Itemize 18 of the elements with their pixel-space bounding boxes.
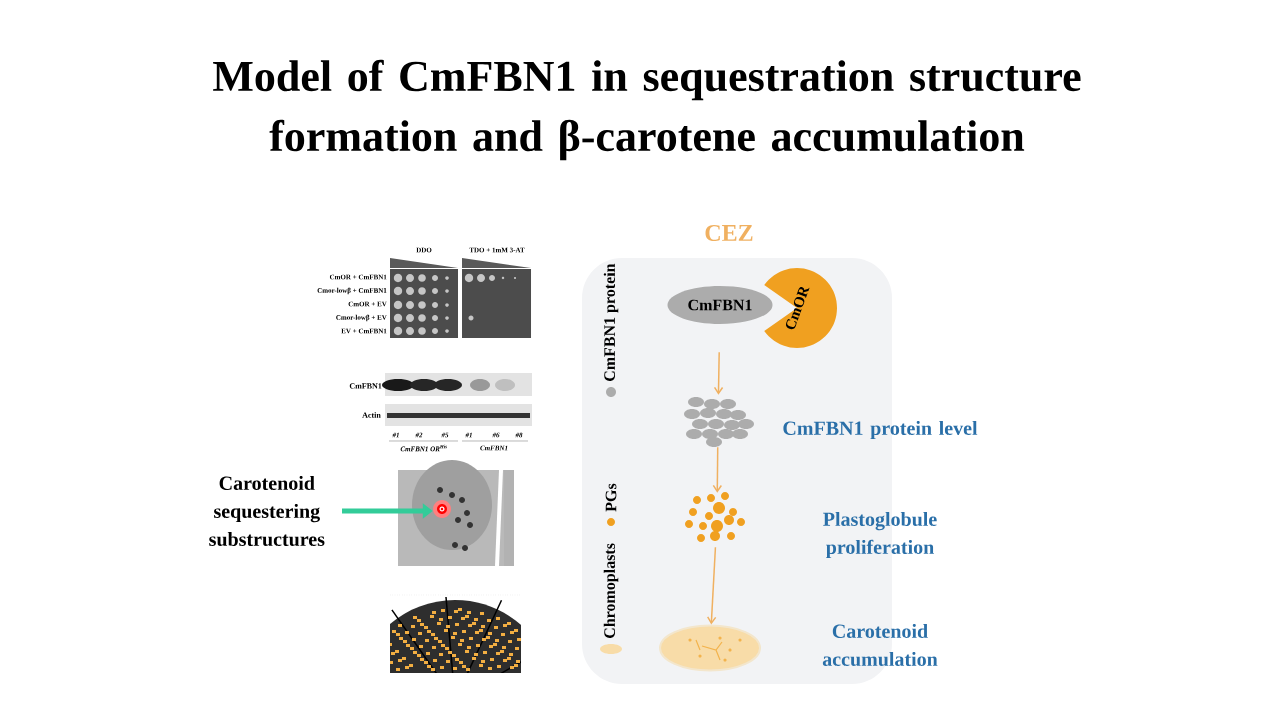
arrow — [713, 351, 724, 395]
arrow — [706, 546, 717, 625]
legend-item: CmFBN1 protein — [603, 263, 619, 397]
arrow — [712, 446, 723, 493]
blot-label: Actin — [362, 412, 381, 418]
micrograph-picture — [398, 460, 514, 567]
step-label: Carotenoid accumulation — [822, 623, 938, 667]
step-label: CmFBN1 protein level — [783, 420, 978, 440]
protein-cluster-drawing — [684, 397, 754, 447]
title: Model of CmFBN1 in sequestration structure formation and β-carotene accumulation — [213, 59, 1081, 161]
heading-label: CEZ — [705, 224, 753, 242]
legend-item: PGs — [605, 483, 617, 526]
plastoglobule-drawing — [685, 492, 745, 542]
blot-label: CmFBN1 — [349, 383, 382, 389]
callout-text: Carotenoid sequestering substructures — [209, 475, 325, 547]
step-label: Plastoglobule proliferation — [823, 511, 937, 559]
chromoplast-drawing — [659, 624, 761, 672]
legend-item: Chromoplasts — [600, 543, 622, 654]
